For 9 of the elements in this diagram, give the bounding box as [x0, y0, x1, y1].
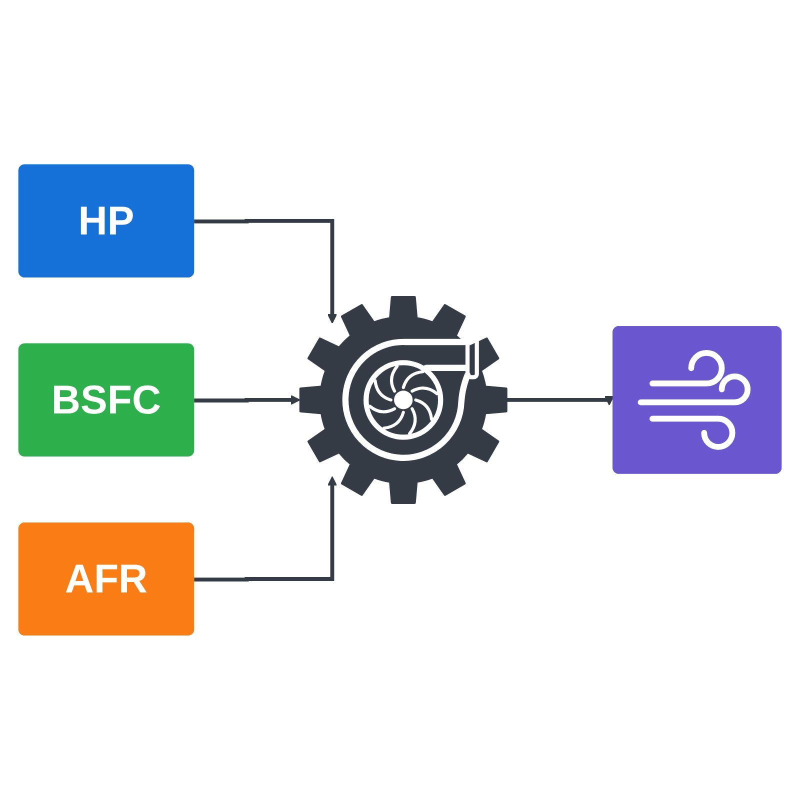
arrow [194, 219, 338, 324]
arrow [194, 395, 300, 405]
input-box: HP [18, 164, 194, 278]
output-box [612, 326, 782, 474]
input-box: BSFC [18, 343, 194, 456]
input-box: AFR [18, 522, 194, 636]
arrow [506, 396, 614, 406]
arrow [194, 476, 338, 582]
turbo-gear-icon [299, 296, 508, 504]
